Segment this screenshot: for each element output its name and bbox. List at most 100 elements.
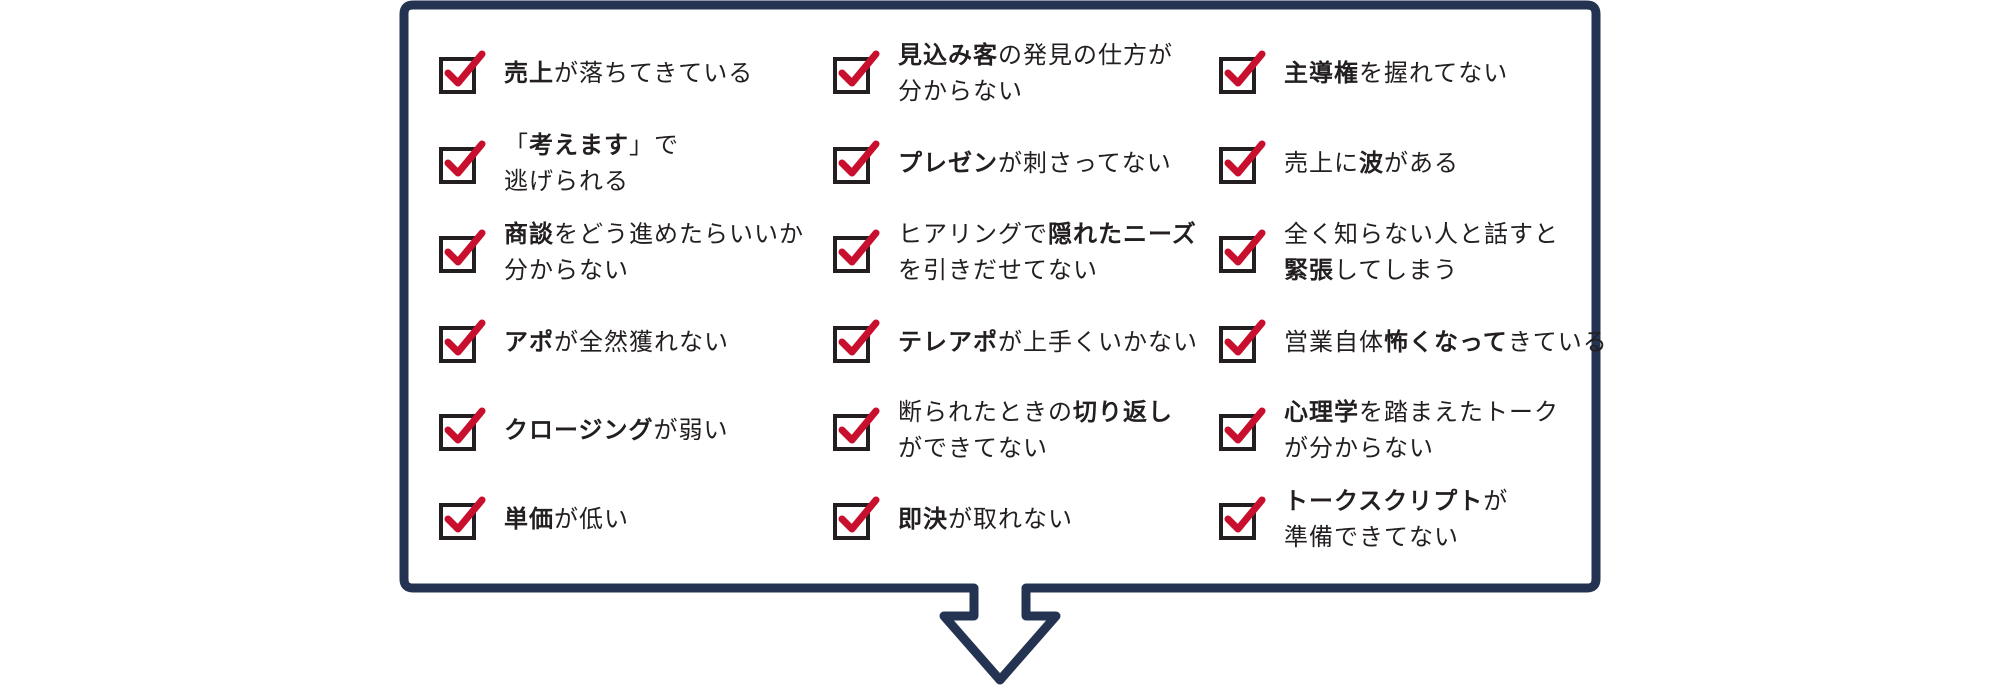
label-line: 売上に波がある: [1284, 145, 1459, 181]
label-text: きている: [1507, 328, 1608, 356]
checklist-item: 営業自体怖くなってきている: [1218, 302, 1608, 382]
label-line: 単価が低い: [504, 501, 629, 537]
checkbox-checked-icon: [439, 50, 486, 94]
checklist-item: アポが全然獲れない: [438, 302, 729, 382]
label-text: 準備できてない: [1284, 523, 1459, 551]
label-emphasis: 怖くなって: [1384, 328, 1508, 356]
label-emphasis: トークスクリプト: [1284, 487, 1484, 515]
checkbox-checked-icon: [1219, 319, 1266, 363]
checklist-item-label: クロージングが弱い: [504, 412, 729, 448]
label-text: の発見の仕方が: [998, 41, 1173, 69]
label-emphasis: プレゼン: [898, 149, 998, 177]
label-text: 逃げられる: [504, 167, 629, 195]
checklist-item: クロージングが弱い: [438, 390, 729, 470]
label-text: ができてない: [898, 434, 1048, 462]
label-text: が全然獲れない: [554, 328, 729, 356]
label-line: 見込み客の発見の仕方が: [898, 37, 1173, 73]
label-emphasis: 考えます: [529, 131, 629, 159]
label-text: がある: [1384, 149, 1459, 177]
label-line: 即決が取れない: [898, 501, 1073, 537]
label-line: ヒアリングで隠れたニーズ: [898, 216, 1197, 252]
label-text: が落ちてきている: [554, 59, 754, 87]
checkbox-checked-icon: [439, 140, 486, 184]
checklist-item: 主導権を握れてない: [1218, 33, 1508, 113]
checklist-item: 単価が低い: [438, 479, 629, 559]
checklist-item-label: 心理学を踏まえたトークが分からない: [1284, 394, 1559, 466]
checklist-item-label: 見込み客の発見の仕方が分からない: [898, 37, 1173, 109]
label-line: を引きだせてない: [898, 252, 1197, 288]
label-line: 緊張してしまう: [1284, 252, 1559, 288]
label-text: 分からない: [898, 77, 1023, 105]
checklist-item-label: 断られたときの切り返しができてない: [898, 394, 1173, 466]
label-line: アポが全然獲れない: [504, 324, 729, 360]
checklist-item-label: トークスクリプトが準備できてない: [1284, 483, 1508, 555]
label-emphasis: 緊張: [1284, 256, 1334, 284]
label-text: が上手くいかない: [998, 328, 1198, 356]
checklist-item: 全く知らない人と話すと緊張してしまう: [1218, 212, 1559, 292]
label-emphasis: 主導権: [1284, 59, 1359, 87]
checklist-item-label: 売上が落ちてきている: [504, 55, 753, 91]
checkbox-checked-icon: [439, 496, 486, 540]
checkbox-checked-icon: [833, 319, 880, 363]
label-text: 営業自体: [1284, 328, 1384, 356]
label-emphasis: アポ: [504, 328, 554, 356]
checklist-item-label: 商談をどう進めたらいいか分からない: [504, 216, 804, 288]
label-line: 準備できてない: [1284, 519, 1508, 555]
label-text: してしまう: [1334, 256, 1459, 284]
checkbox-checked-icon: [439, 319, 486, 363]
checkbox-checked-icon: [1219, 496, 1266, 540]
checklist-item-label: 主導権を握れてない: [1284, 55, 1508, 91]
checklist-item: ヒアリングで隠れたニーズを引きだせてない: [832, 212, 1197, 292]
checkbox-checked-icon: [833, 496, 880, 540]
label-line: テレアポが上手くいかない: [898, 324, 1198, 360]
label-emphasis: 商談: [504, 220, 554, 248]
checklist-item-label: テレアポが上手くいかない: [898, 324, 1198, 360]
checkbox-checked-icon: [833, 407, 880, 451]
checklist-item: 「考えます」で逃げられる: [438, 123, 679, 203]
checkbox-checked-icon: [833, 50, 880, 94]
label-text: をどう進めたらいいか: [554, 220, 804, 248]
label-text: 」で: [629, 131, 679, 159]
label-emphasis: テレアポ: [898, 328, 998, 356]
label-emphasis: 見込み客: [898, 41, 998, 69]
checkbox-checked-icon: [1219, 140, 1266, 184]
checklist-item-label: プレゼンが刺さってない: [898, 145, 1172, 181]
checklist-item-label: アポが全然獲れない: [504, 324, 729, 360]
label-text: 売上に: [1284, 149, 1359, 177]
checklist-item-label: 「考えます」で逃げられる: [504, 127, 679, 199]
checkbox-checked-icon: [833, 140, 880, 184]
label-text: が弱い: [653, 416, 729, 444]
checklist-item: 売上が落ちてきている: [438, 33, 753, 113]
checklist-item-label: 売上に波がある: [1284, 145, 1459, 181]
label-text: が: [1483, 487, 1509, 515]
label-text: が分からない: [1284, 434, 1434, 462]
label-line: 商談をどう進めたらいいか: [504, 216, 804, 252]
checkbox-checked-icon: [833, 229, 880, 273]
checklist-item: 断られたときの切り返しができてない: [832, 390, 1173, 470]
checklist-item-label: 営業自体怖くなってきている: [1284, 324, 1608, 360]
checkbox-checked-icon: [1219, 50, 1266, 94]
label-line: が分からない: [1284, 430, 1559, 466]
label-text: 分からない: [504, 256, 629, 284]
callout-border: [399, 0, 1601, 685]
checklist-item: プレゼンが刺さってない: [832, 123, 1172, 203]
label-line: プレゼンが刺さってない: [898, 145, 1172, 181]
checklist-item: 即決が取れない: [832, 479, 1073, 559]
label-text: 全く知らない人と話すと: [1284, 220, 1559, 248]
label-emphasis: 単価: [504, 505, 554, 533]
checklist-item-label: 全く知らない人と話すと緊張してしまう: [1284, 216, 1559, 288]
checklist-item: テレアポが上手くいかない: [832, 302, 1198, 382]
label-text: ヒアリングで: [898, 220, 1048, 248]
label-emphasis: 心理学: [1284, 398, 1359, 426]
label-line: 売上が落ちてきている: [504, 55, 753, 91]
checklist-item: 見込み客の発見の仕方が分からない: [832, 33, 1173, 113]
label-line: 断られたときの切り返し: [898, 394, 1173, 430]
label-line: 主導権を握れてない: [1284, 55, 1508, 91]
checklist-item-label: 即決が取れない: [898, 501, 1073, 537]
label-emphasis: 波: [1359, 149, 1384, 177]
checkbox-checked-icon: [1219, 229, 1266, 273]
checkbox-checked-icon: [439, 229, 486, 273]
label-text: 断られたときの: [898, 398, 1073, 426]
label-emphasis: 売上: [504, 59, 554, 87]
checklist-item-label: ヒアリングで隠れたニーズを引きだせてない: [898, 216, 1197, 288]
